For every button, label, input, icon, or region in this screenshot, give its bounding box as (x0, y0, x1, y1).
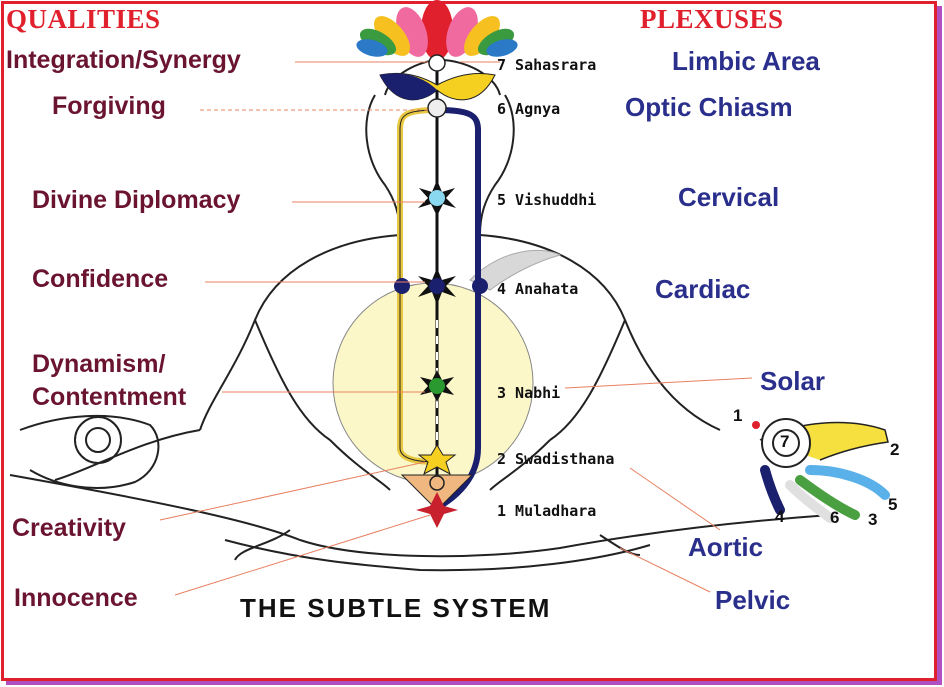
hand-number-5: 5 (888, 495, 898, 514)
quality-innocence: Innocence (14, 584, 138, 612)
chakra-swadisthana (417, 444, 457, 476)
crown-lotus (356, 0, 518, 118)
hand-number-1: 1 (733, 406, 743, 425)
right-channel (435, 107, 481, 511)
plexus-solar: Solar (760, 366, 826, 396)
frame-shadow-right (934, 6, 942, 684)
quality-forgiving: Forgiving (52, 92, 166, 120)
quality-dynamism: Dynamism/ (32, 350, 166, 378)
quality-confidence: Confidence (32, 265, 169, 293)
chakra-label-swadisthana: 2 Swadisthana (497, 450, 615, 468)
plexus-optic-chiasm: Optic Chiasm (625, 92, 793, 122)
plexus-cervical: Cervical (678, 182, 780, 212)
right-hand (752, 418, 890, 523)
diagram-title: THE SUBTLE SYSTEM (240, 593, 552, 623)
hand-number-4: 4 (775, 507, 785, 526)
chakra-label-muladhara: 1 Muladhara (497, 502, 597, 520)
chakra-label-sahasrara: 7 Sahasrara (497, 56, 597, 74)
chakra-label-agnya: 6 Agnya (497, 100, 561, 118)
plexus-pelvic: Pelvic (715, 585, 791, 615)
hand-number-7: 7 (780, 432, 790, 451)
chakra-label-nabhi: 3 Nabhi (497, 384, 561, 402)
chakra-muladhara (400, 474, 474, 528)
plexus-aortic: Aortic (688, 532, 764, 562)
leader-lines (159, 61, 753, 596)
plexus-cardiac: Cardiac (655, 274, 751, 304)
chakra-label-vishuddhi: 5 Vishuddhi (497, 191, 597, 209)
qualities-header: QUALITIES (6, 4, 161, 34)
plexuses-header: PLEXUSES (640, 4, 784, 34)
hand-number-2: 2 (890, 440, 900, 459)
plexus-limbic: Limbic Area (672, 46, 820, 76)
hand-number-6: 6 (830, 508, 840, 527)
hand-number-3: 3 (868, 510, 878, 529)
quality-integration: Integration/Synergy (6, 46, 241, 74)
chakra-vishuddhi (418, 180, 456, 216)
wing-shape (469, 249, 562, 291)
chakra-label-anahata: 4 Anahata (497, 280, 579, 298)
chakra-nabhi (420, 370, 454, 402)
frame-shadow-bottom (6, 678, 942, 685)
quality-contentment: Contentment (32, 383, 187, 411)
left-hand (19, 414, 160, 489)
quality-divine-diplomacy: Divine Diplomacy (32, 186, 241, 214)
quality-creativity: Creativity (12, 514, 126, 542)
